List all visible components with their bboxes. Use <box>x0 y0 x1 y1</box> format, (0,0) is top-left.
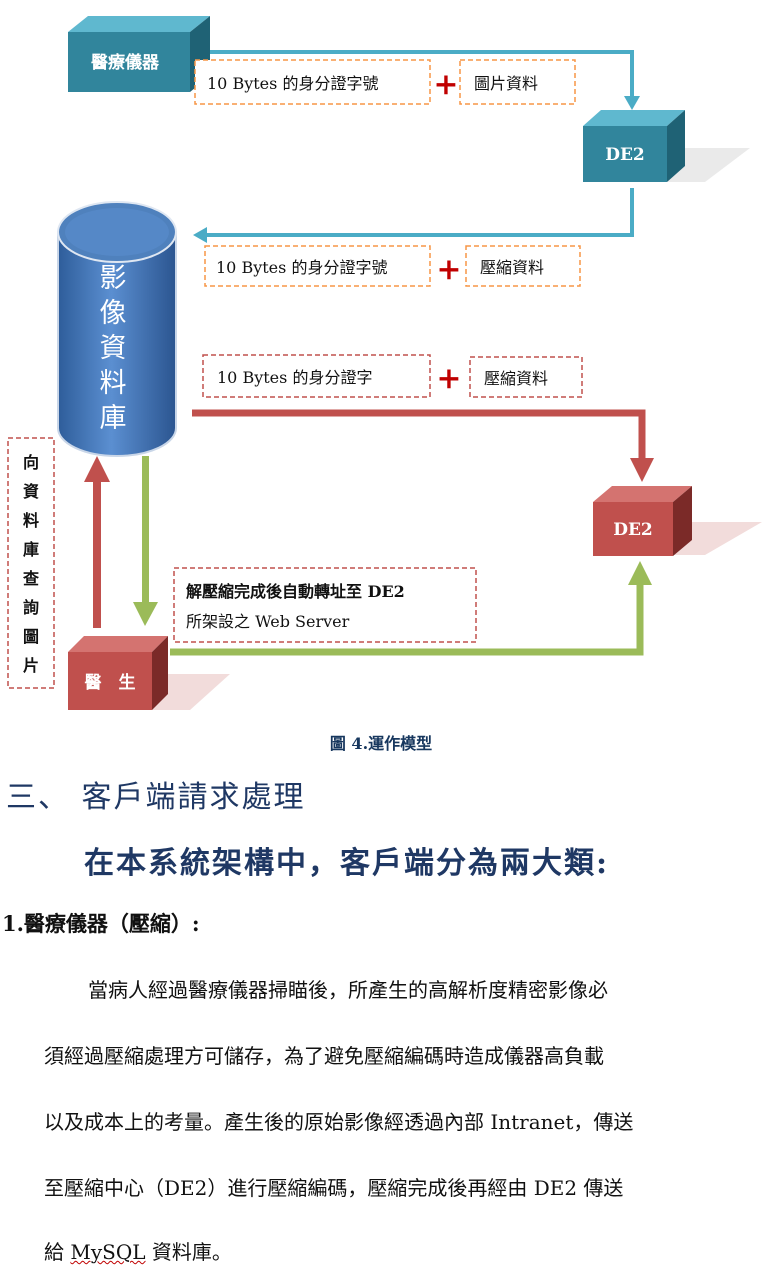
image-database-cylinder: 影 像 資 料 庫 <box>57 201 177 457</box>
plus-icon: + <box>436 361 461 396</box>
database-char: 像 <box>100 298 127 329</box>
compressed-data-label-1: 壓縮資料 <box>480 258 544 277</box>
arrow-doctor-to-database <box>93 478 101 628</box>
medical-device-box: 醫療儀器 <box>68 16 210 92</box>
arrow-head-to-de2-mid-up <box>628 561 652 585</box>
id-number-label-3: 10 Bytes 的身分證字 <box>217 368 372 387</box>
compressed-data-label-2: 壓縮資料 <box>484 369 548 388</box>
query-char: 圖 <box>23 627 39 646</box>
redirect-note-box: 解壓縮完成後自動轉址至 DE2 所架設之 Web Server <box>173 567 477 643</box>
green-flow-arrow <box>170 582 644 656</box>
database-char: 料 <box>100 368 127 399</box>
label-row-1: 10 Bytes 的身分證字號 + 圖片資料 <box>194 59 576 105</box>
query-char: 查 <box>23 569 39 588</box>
id-number-label-1: 10 Bytes 的身分證字號 <box>207 74 378 93</box>
medical-device-label: 醫療儀器 <box>91 52 160 73</box>
arrow-head-to-database <box>193 227 207 243</box>
query-char: 庫 <box>23 540 39 559</box>
query-char: 料 <box>23 511 39 530</box>
label-row-3: 10 Bytes 的身分證字 + 壓縮資料 <box>202 354 583 398</box>
section-heading-text: 三、 客戶端請求處理 <box>6 780 306 815</box>
query-char: 資 <box>23 482 39 501</box>
image-data-label: 圖片資料 <box>474 74 538 93</box>
database-char: 庫 <box>100 403 127 434</box>
query-char: 片 <box>23 656 39 675</box>
database-char: 影 <box>100 263 127 294</box>
de2-mid-label: DE2 <box>613 520 653 540</box>
item-title: 1.醫療儀器（壓縮）: <box>2 908 200 938</box>
de2-top-box: DE2 <box>583 110 750 182</box>
arrow-database-to-doctor <box>142 456 149 606</box>
label-row-2: 10 Bytes 的身分證字號 + 壓縮資料 <box>204 245 581 287</box>
arrow-head-to-de2-top <box>624 96 640 110</box>
operation-model-diagram: 醫療儀器 DE2 DE2 醫 生 <box>7 16 762 710</box>
database-char: 資 <box>100 333 127 364</box>
de2-top-label: DE2 <box>605 145 645 165</box>
section-subheading: 在本系統架構中，客戶端分為兩大類: <box>84 838 609 882</box>
id-number-label-2: 10 Bytes 的身分證字號 <box>216 258 387 277</box>
database-label: 影 像 資 料 庫 <box>100 263 127 434</box>
query-char: 詢 <box>23 598 39 617</box>
de2-mid-box: DE2 <box>593 486 762 556</box>
last-line-suffix: 資料庫。 <box>145 1240 232 1264</box>
plus-icon: + <box>436 252 461 287</box>
paragraph-line: 至壓縮中心（DE2）進行壓縮編碼，壓縮完成後再經由 DE2 傳送 <box>44 1176 624 1200</box>
arrow-head-to-doctor <box>133 602 158 626</box>
mysql-text: MySQL <box>70 1240 146 1264</box>
red-flow-arrow <box>192 409 646 462</box>
redirect-line-2: 所架設之 Web Server <box>186 612 350 631</box>
doctor-label: 醫 生 <box>85 672 136 693</box>
paragraph-line: 以及成本上的考量。產生後的原始影像經透過內部 Intranet，傳送 <box>44 1110 634 1134</box>
plus-icon: + <box>433 67 458 102</box>
figure-caption-text: 圖 4.運作模型 <box>329 734 433 753</box>
section-subheading-text: 在本系統架構中，客戶端分為兩大類: <box>84 846 610 881</box>
teal-flow-arrows <box>195 50 634 237</box>
figure-caption: 圖 4.運作模型 <box>0 730 762 754</box>
query-images-box: 向 資 料 庫 查 詢 圖 片 <box>7 437 55 689</box>
redirect-line-1: 解壓縮完成後自動轉址至 DE2 <box>186 582 405 601</box>
query-char: 向 <box>23 453 39 472</box>
item-title-text: 1.醫療儀器（壓縮）: <box>2 911 200 936</box>
arrow-head-to-de2-mid <box>630 458 654 482</box>
paragraph-line: 須經過壓縮處理方可儲存，為了避免壓縮編碼時造成儀器高負載 <box>44 1044 604 1068</box>
paragraph-line: 當病人經過醫療儀器掃瞄後，所產生的高解析度精密影像必 <box>88 978 608 1002</box>
doctor-box: 醫 生 <box>68 636 230 710</box>
paragraph-last-line: 給 MySQL 資料庫。 <box>44 1242 762 1262</box>
last-line-prefix: 給 <box>44 1240 71 1264</box>
arrow-head-to-database-up <box>84 456 110 482</box>
section-heading: 三、 客戶端請求處理 <box>6 772 306 816</box>
